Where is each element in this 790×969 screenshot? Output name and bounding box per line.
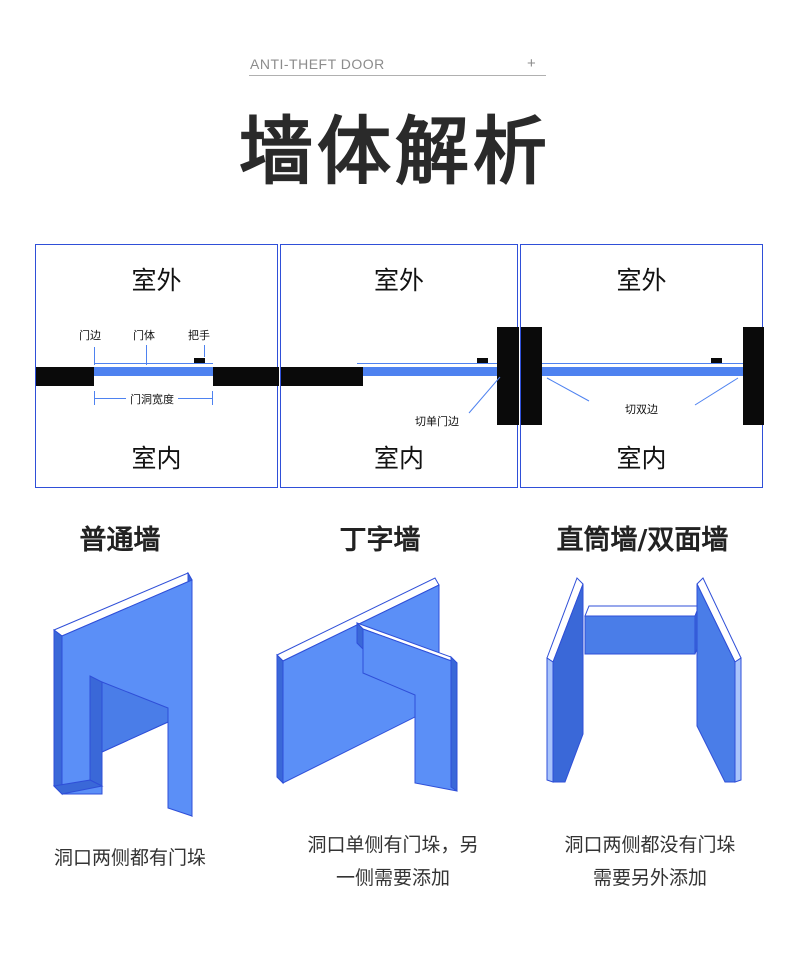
straight-wall-illustration [546,577,742,783]
desc-line: 一侧需要添加 [335,867,450,889]
handle-icon [711,358,722,363]
cut-label: 切双边 [625,403,658,416]
door-top-line [94,363,213,364]
door-edge-pointer [94,347,95,365]
wall-desc-t-wall: 洞口单侧有门垛，另 一侧需要添加 [278,829,508,895]
outside-label: 室外 [131,266,182,295]
handle-label: 把手 [188,329,210,342]
desc-line: 洞口单侧有门垛，另 [307,834,479,856]
door-body [542,367,743,376]
door-body-pointer [146,345,147,365]
cut-pointer [468,376,501,414]
wall-pillar-right [743,327,764,425]
inside-label: 室内 [131,444,182,473]
cut-pointers [546,377,739,406]
plan-panel-t-wall: 室外 室内 切单门边 [280,244,519,488]
door-body [94,367,213,376]
page-title: 墙体解析 [239,109,551,195]
wall-title-normal: 普通墙 [79,525,161,556]
outside-label: 室外 [373,266,424,295]
normal-wall-illustration [52,572,193,817]
door-body [363,367,497,376]
wall-segment-left [36,367,94,386]
door-top-line [357,363,497,364]
handle-icon [194,358,205,363]
wall-desc-normal: 洞口两侧都有门垛 [20,842,240,875]
wall-pillar-right [497,327,519,425]
outside-label: 室外 [616,266,667,295]
wall-desc-straight-wall: 洞口两侧都没有门垛 需要另外添加 [535,829,765,895]
handle-icon [477,358,488,363]
t-wall-illustration [276,577,458,792]
wall-segment-left [281,367,363,386]
cut-label: 切单门边 [415,413,459,429]
desc-line: 需要另外添加 [592,867,707,889]
width-tick-right [212,391,213,405]
desc-line: 洞口两侧都没有门垛 [564,834,736,856]
header-subtitle: ANTI-THEFT DOOR [250,56,385,72]
door-body-label: 门体 [133,329,155,342]
wall-pillar-left [521,327,542,425]
handle-pointer [204,345,205,357]
plan-panel-straight-wall: 室外 室内 切双边 [520,244,764,488]
inside-label: 室内 [616,444,667,473]
inside-label: 室内 [373,444,424,473]
width-tick-left [94,391,95,405]
wall-title-straight-wall: 直筒墙/双面墙 [556,525,729,556]
desc-line: 洞口两侧都有门垛 [53,847,206,869]
door-top-line [542,363,743,364]
door-edge-label: 门边 [79,329,101,342]
wall-segment-right [213,367,279,386]
subtitle-divider [249,75,546,76]
width-label: 门洞宽度 [126,391,178,407]
plus-icon: + [527,55,536,72]
plan-panel-normal: 室外 室内 门边 门体 把手 门洞宽度 [35,244,279,488]
wall-title-t-wall: 丁字墙 [339,525,421,556]
